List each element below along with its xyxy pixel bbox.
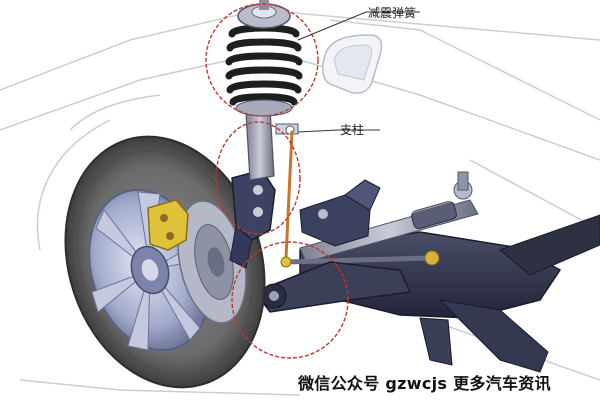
callout-lines bbox=[297, 11, 420, 133]
spring-top-mount bbox=[235, 0, 293, 117]
brake-caliper bbox=[147, 199, 189, 251]
side-mirror bbox=[321, 34, 383, 94]
brake-disc bbox=[177, 200, 247, 324]
lower-control-arm bbox=[253, 261, 412, 313]
tie-rod bbox=[282, 250, 440, 266]
label-strut: 支柱 bbox=[340, 123, 365, 137]
label-shock-spring: 减震弹簧 bbox=[368, 6, 417, 20]
steering-knuckle bbox=[229, 169, 276, 269]
highlight-circles bbox=[205, 3, 349, 359]
steering-rack bbox=[299, 171, 479, 263]
coil-spring bbox=[225, 24, 303, 106]
watermark-text: 微信公众号 gzwcjs 更多汽车资讯 bbox=[298, 374, 551, 393]
mount-bracket bbox=[299, 179, 381, 247]
strut bbox=[245, 107, 299, 268]
